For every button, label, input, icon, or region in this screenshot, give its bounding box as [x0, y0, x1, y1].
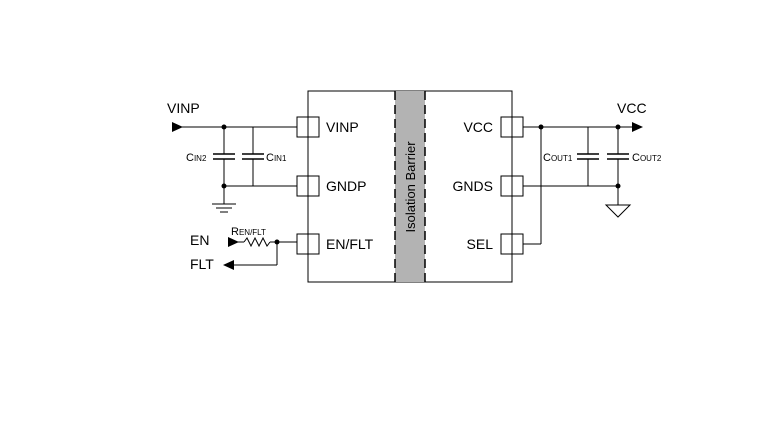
vcc-ext-label: VCC — [617, 100, 647, 116]
flt-arrow-icon — [223, 260, 234, 270]
cout1-label: COUT1 — [543, 152, 573, 164]
pin-en-flt-box — [296, 233, 320, 255]
pin-vinp-label: VINP — [326, 119, 359, 135]
ground-triangle-icon — [604, 204, 632, 218]
isolation-barrier — [395, 91, 425, 282]
ground-icon — [212, 203, 236, 213]
en-ext-label: EN — [190, 232, 209, 248]
pin-gndp-label: GNDP — [326, 178, 366, 194]
pin-gnds-label: GNDS — [453, 178, 493, 194]
pin-sel-label: SEL — [467, 236, 494, 252]
cin1-label: CIN1 — [266, 152, 287, 164]
vinp-ext-label: VINP — [167, 100, 200, 116]
cout2-label: COUT2 — [632, 152, 662, 164]
pin-vcc-label: VCC — [463, 119, 493, 135]
vinp-arrow-icon — [172, 122, 183, 132]
flt-ext-label: FLT — [190, 256, 214, 272]
vcc-arrow-icon — [632, 122, 643, 132]
pin-en-flt-label: EN/FLT — [326, 236, 374, 252]
en-arrow-icon — [228, 237, 239, 247]
resistor-icon — [243, 236, 271, 248]
cin2-label: CIN2 — [186, 152, 207, 164]
isolation-barrier-label: Isolation Barrier — [403, 141, 418, 233]
resistor-label: REN/FLT — [231, 226, 266, 238]
